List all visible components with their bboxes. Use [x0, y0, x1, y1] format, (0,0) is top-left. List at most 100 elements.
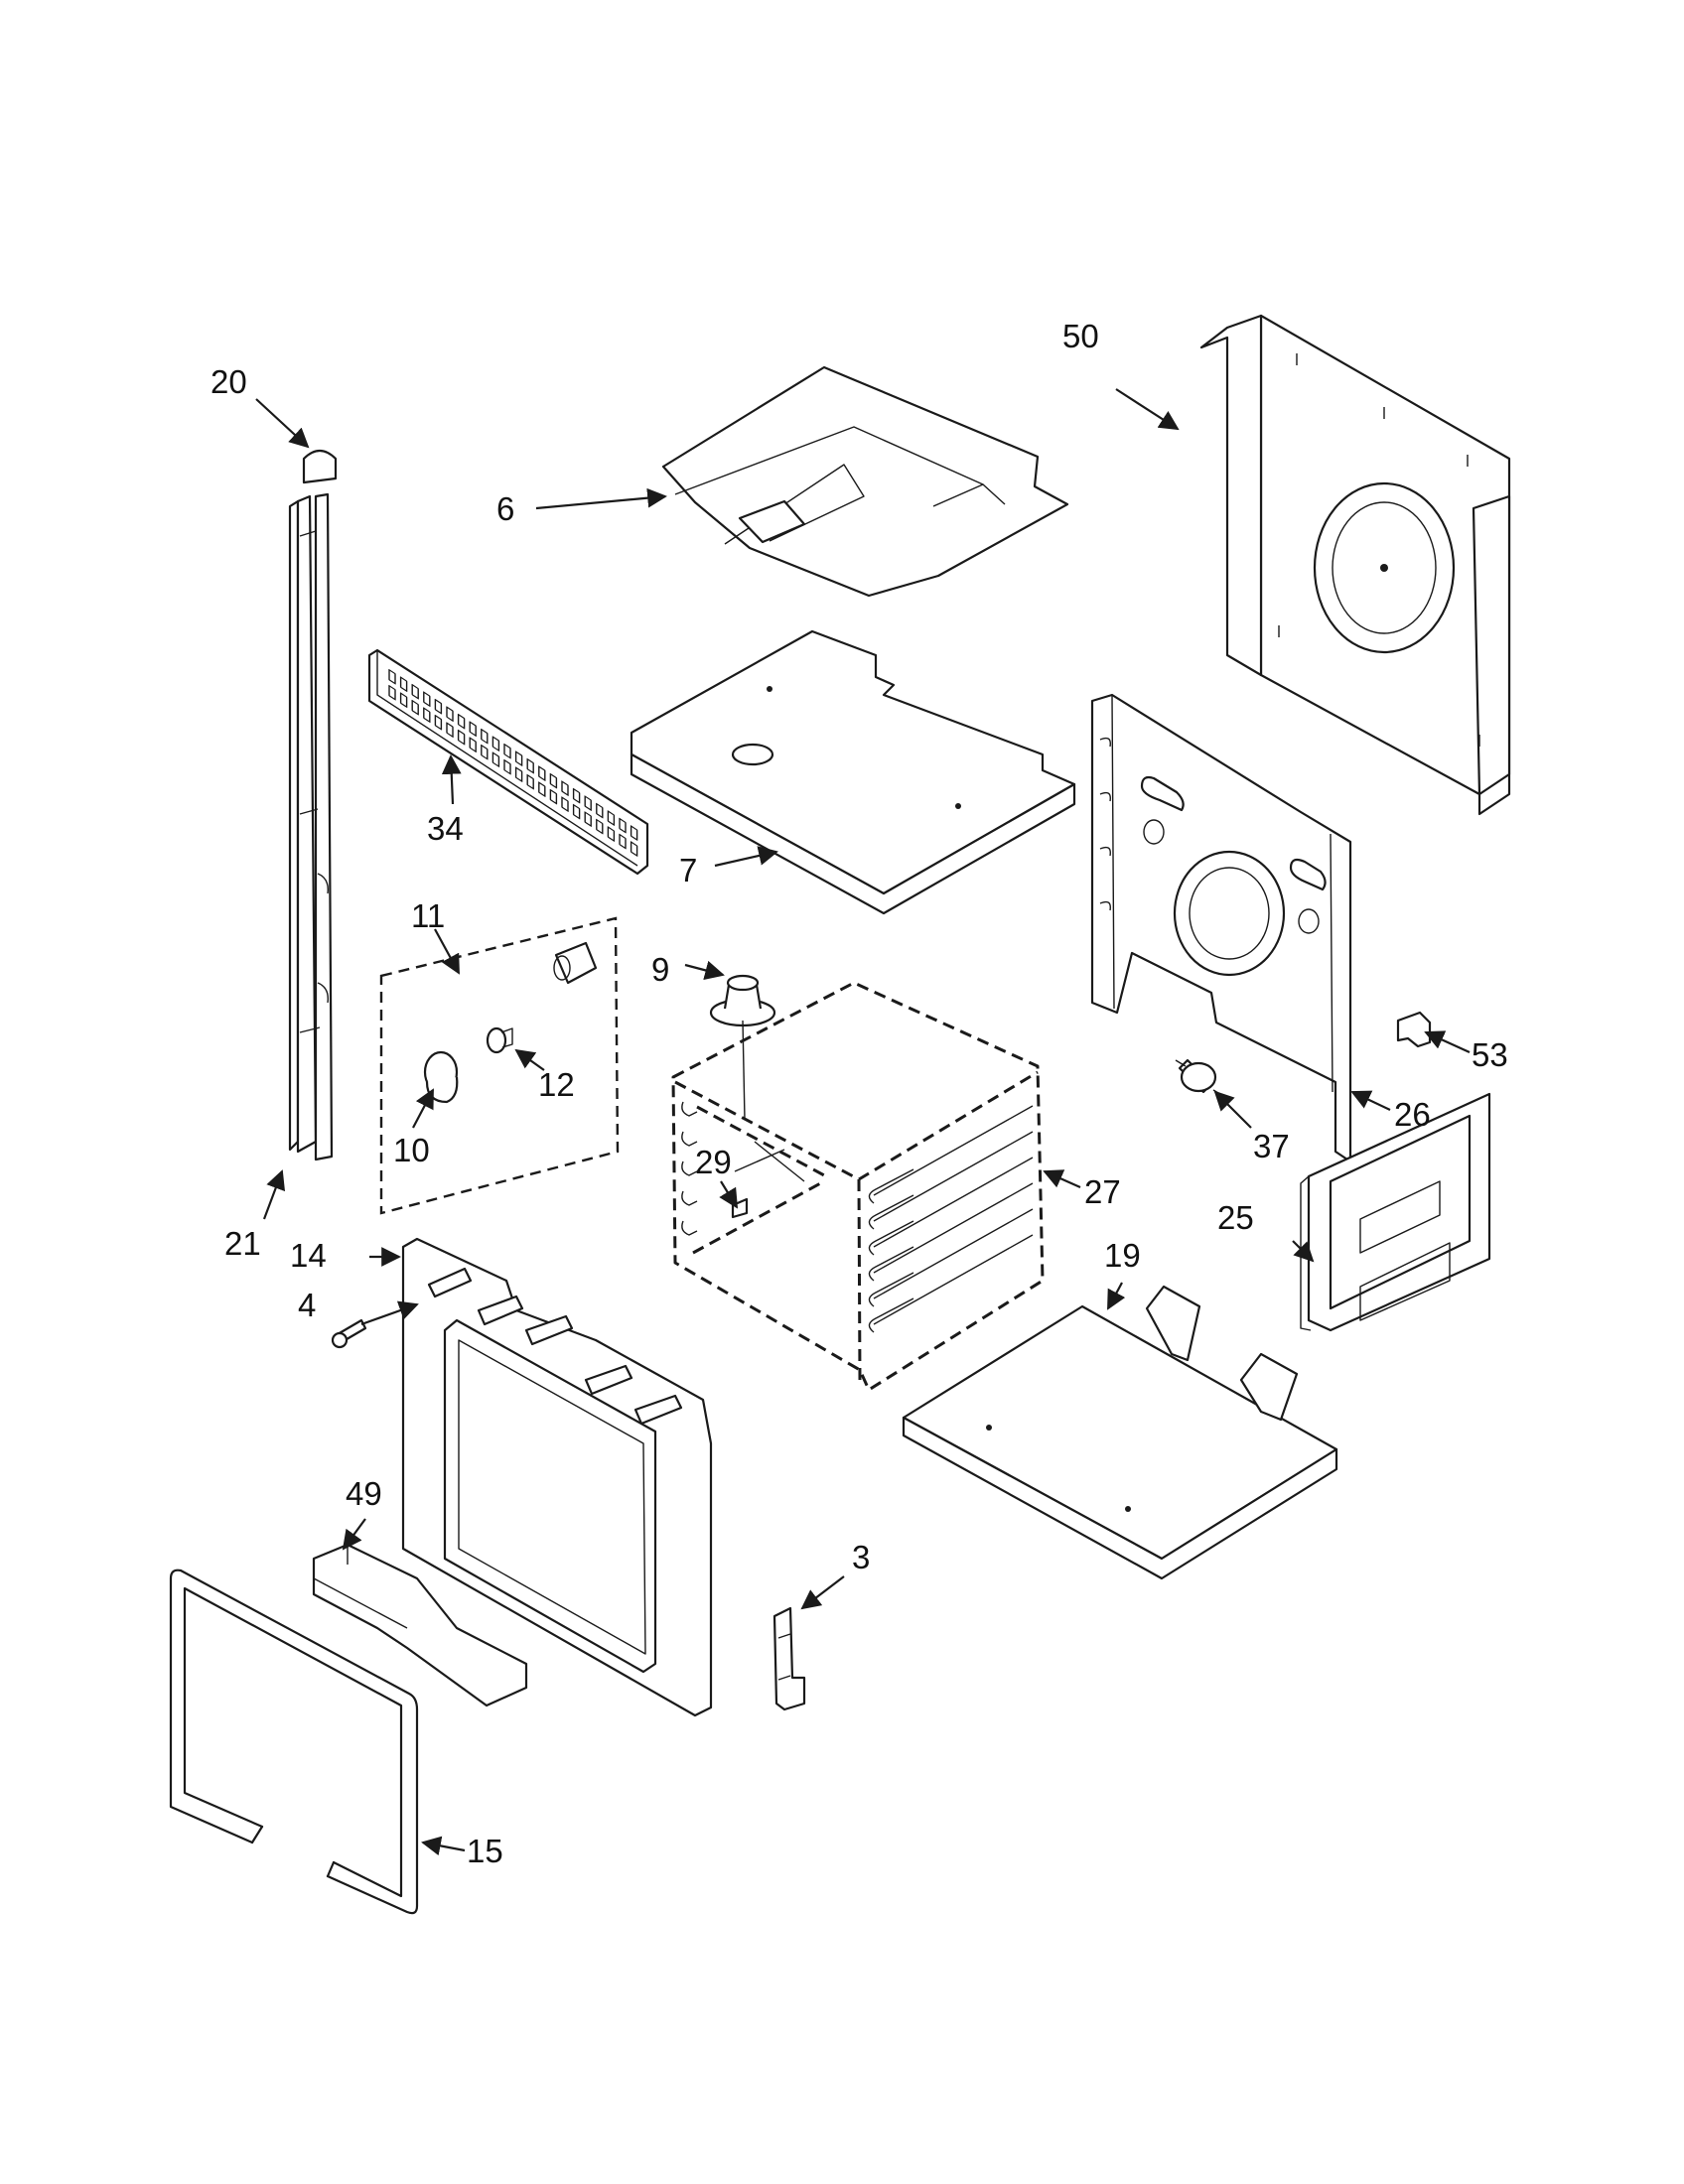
- vent-slot: [561, 780, 569, 796]
- callout-9: 9: [651, 951, 669, 988]
- vent-slot: [469, 721, 477, 737]
- rack-support-left: [681, 1101, 698, 1117]
- vent-slot: [561, 796, 569, 812]
- part-20-end-cap: [302, 449, 338, 484]
- part-37-thermal-disc: [1175, 1058, 1224, 1097]
- part-50-back-panel: [1199, 314, 1511, 816]
- vent-slot: [630, 825, 638, 841]
- rack-support-left: [681, 1190, 698, 1206]
- callout-37: 37: [1253, 1128, 1290, 1164]
- callout-50: 50: [1062, 318, 1099, 354]
- vent-slot: [423, 691, 431, 707]
- vent-slot: [457, 729, 466, 746]
- callout-19: 19: [1104, 1237, 1141, 1274]
- callout-6: 6: [496, 490, 514, 527]
- part-19-bottom-panel: [902, 1285, 1338, 1580]
- rack-support-left: [681, 1220, 698, 1236]
- part-49-trim-strip: [312, 1543, 528, 1707]
- callout-34: 34: [427, 810, 464, 847]
- vent-slot: [538, 765, 546, 781]
- rack-support-right: [868, 1157, 1034, 1256]
- part-12-bulb: [486, 1026, 513, 1054]
- vent-slot: [446, 706, 454, 722]
- part-21-side-trim: [288, 492, 334, 1161]
- vent-slot: [514, 751, 523, 766]
- rack-support-right: [868, 1182, 1034, 1282]
- part-3-bracket: [772, 1606, 806, 1711]
- rack-support-right: [868, 1208, 1034, 1307]
- vent-slot: [469, 737, 477, 752]
- callout-11: 11: [411, 897, 445, 934]
- callout-25: 25: [1217, 1199, 1254, 1236]
- vent-slot: [619, 833, 627, 850]
- vent-slot: [584, 811, 592, 827]
- callout-12: 12: [538, 1066, 575, 1103]
- vent-slot: [399, 676, 408, 692]
- vent-slot: [572, 803, 581, 820]
- vent-slot: [538, 781, 546, 797]
- vent-slot: [549, 788, 558, 805]
- vent-slot: [549, 772, 558, 789]
- callout-26: 26: [1394, 1096, 1431, 1133]
- callout-14: 14: [290, 1237, 327, 1274]
- callout-15: 15: [467, 1833, 503, 1869]
- vent-slot: [503, 743, 511, 759]
- vent-slot: [491, 736, 500, 751]
- vent-slot: [584, 795, 592, 811]
- vent-slot: [503, 758, 511, 775]
- vent-slot: [596, 802, 604, 819]
- callout-10: 10: [393, 1132, 430, 1168]
- part-6-top-shield: [661, 365, 1069, 598]
- vent-slot: [457, 713, 466, 730]
- vent-slot: [607, 810, 616, 826]
- vent-slot: [514, 766, 523, 782]
- callout-labels: 20 6 50 34 7 11 9 12 10 53 26 37 29 27 2…: [210, 318, 1508, 1869]
- vent-slot: [526, 773, 534, 790]
- vent-slot: [434, 714, 443, 731]
- callout-3: 3: [852, 1539, 870, 1575]
- callout-29: 29: [695, 1144, 732, 1180]
- vent-slot: [399, 692, 408, 708]
- vent-slot: [526, 757, 534, 774]
- vent-slot: [491, 751, 500, 767]
- vent-slot: [411, 699, 419, 716]
- part-27-oven-cavity: [671, 981, 1045, 1392]
- part-9-thermostat-knob: [709, 974, 776, 1121]
- part-53-clip: [1396, 1011, 1432, 1048]
- part-11-lamp-kit: [379, 916, 620, 1215]
- callout-27: 27: [1084, 1173, 1121, 1210]
- vent-slot: [481, 728, 489, 745]
- vent-slot: [572, 787, 581, 804]
- callout-7: 7: [679, 852, 697, 888]
- callout-49: 49: [346, 1475, 382, 1512]
- vent-slot: [388, 668, 396, 685]
- rack-support-left: [681, 1160, 698, 1176]
- vent-slot: [434, 698, 443, 715]
- part-26-rear-panel: [1090, 693, 1352, 1163]
- vent-slot: [607, 826, 616, 842]
- vent-slot: [411, 683, 419, 700]
- callout-53: 53: [1472, 1036, 1508, 1073]
- rack-support-right: [868, 1105, 1034, 1204]
- vent-slot: [446, 722, 454, 738]
- callout-21: 21: [224, 1225, 261, 1262]
- part-29-element-clip: [731, 1197, 749, 1219]
- rack-support-right: [868, 1234, 1034, 1333]
- callout-20: 20: [210, 363, 247, 400]
- part-10-lamp-lens: [423, 1050, 459, 1104]
- part-14-front-frame: [401, 1237, 713, 1717]
- lamp-socket: [553, 941, 598, 985]
- rack-support-right: [868, 1131, 1034, 1230]
- leader-arrows: [255, 388, 1471, 1856]
- part-7-top-panel: [630, 629, 1076, 915]
- vent-slot: [423, 707, 431, 723]
- vent-slot: [630, 841, 638, 857]
- callout-4: 4: [298, 1287, 316, 1323]
- part-25-side-panel: [1300, 1092, 1491, 1332]
- rack-support-left: [681, 1131, 698, 1147]
- part-4-screw: [331, 1318, 367, 1349]
- vent-slot: [481, 744, 489, 760]
- vent-slot: [619, 817, 627, 834]
- vent-slot: [388, 684, 396, 701]
